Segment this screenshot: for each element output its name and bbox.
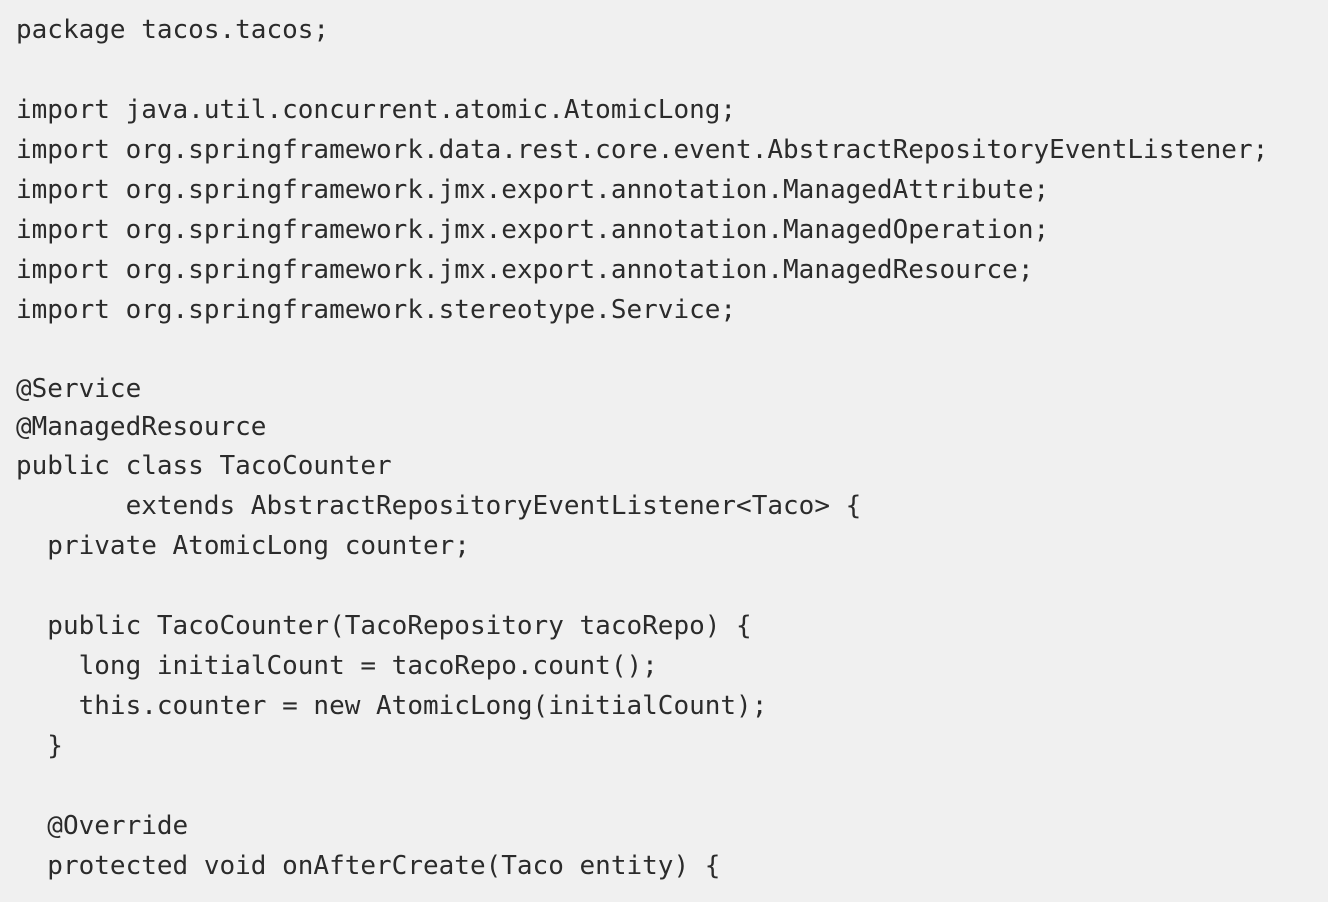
code-line-managed-resource-annotation: @ManagedResource bbox=[16, 412, 267, 442]
code-line-initial-count: long initialCount = tacoRepo.count(); bbox=[16, 651, 658, 681]
code-line-import-managed-operation: import org.springframework.jmx.export.an… bbox=[16, 215, 1050, 245]
code-line-import-service: import org.springframework.stereotype.Se… bbox=[16, 295, 737, 325]
code-line-override-annotation: @Override bbox=[16, 811, 189, 841]
code-line-extends-clause: extends AbstractRepositoryEventListener<… bbox=[16, 491, 862, 521]
code-line-blank bbox=[16, 50, 1328, 90]
code-line-constructor: public TacoCounter(TacoRepository tacoRe… bbox=[16, 611, 752, 641]
code-line-blank bbox=[16, 330, 1328, 370]
code-line-import-managed-resource: import org.springframework.jmx.export.an… bbox=[16, 255, 1034, 285]
code-line-on-after-create: protected void onAfterCreate(Taco entity… bbox=[16, 851, 721, 881]
code-line-import-atomiclong: import java.util.concurrent.atomic.Atomi… bbox=[16, 95, 737, 125]
code-line-counter-assignment: this.counter = new AtomicLong(initialCou… bbox=[16, 691, 768, 721]
code-line-blank bbox=[16, 566, 1328, 606]
code-line-constructor-close: } bbox=[16, 731, 63, 761]
code-line-import-event-listener: import org.springframework.data.rest.cor… bbox=[16, 135, 1269, 165]
code-line-blank bbox=[16, 766, 1328, 806]
code-line-package: package tacos.tacos; bbox=[16, 15, 330, 45]
code-line-service-annotation: @Service bbox=[16, 374, 142, 404]
code-line-import-managed-attribute: import org.springframework.jmx.export.an… bbox=[16, 175, 1050, 205]
code-line-counter-field: private AtomicLong counter; bbox=[16, 531, 470, 561]
code-line-class-declaration: public class TacoCounter bbox=[16, 451, 392, 481]
